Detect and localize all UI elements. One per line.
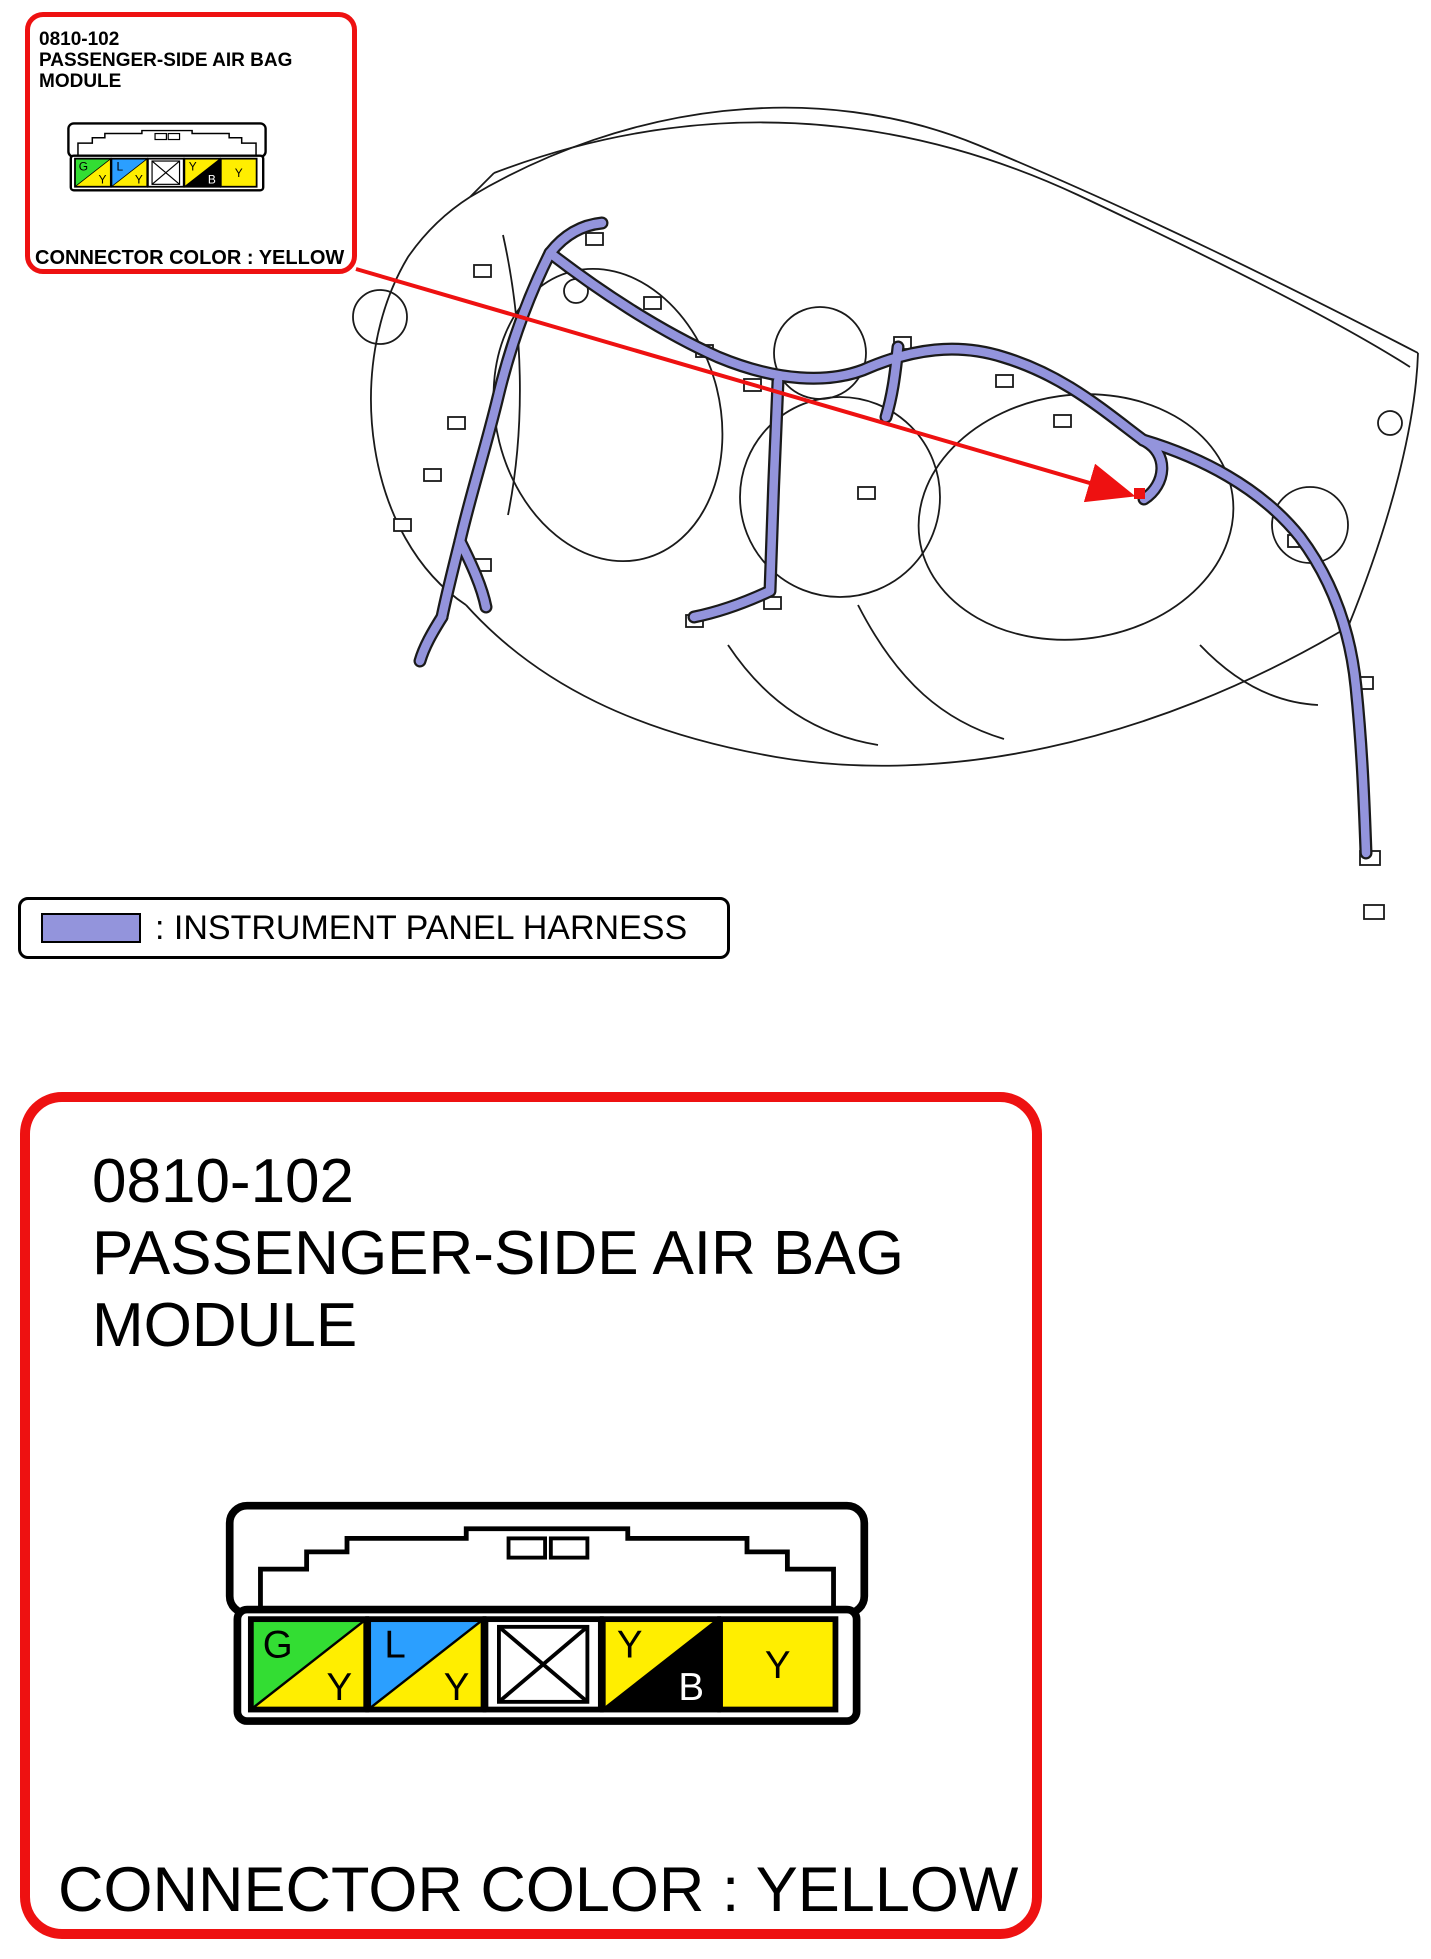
svg-text:Y: Y xyxy=(189,160,197,174)
instrument-panel-harness-outline xyxy=(420,223,1366,853)
module-name-line1-large: PASSENGER-SIDE AIR BAG xyxy=(92,1219,904,1288)
harness-connector-blocks xyxy=(393,232,1385,920)
pin-5-yellow: Y xyxy=(717,1616,839,1713)
pin-1-green-yellow: G Y xyxy=(74,157,112,188)
pin-2-blue-yellow: L Y xyxy=(110,157,149,188)
svg-text:Y: Y xyxy=(98,173,106,187)
pin-3-empty-crossed xyxy=(146,157,185,188)
svg-text:Y: Y xyxy=(326,1666,352,1709)
instrument-panel-harness xyxy=(420,223,1366,853)
harness-color-swatch xyxy=(41,913,141,943)
svg-text:Y: Y xyxy=(765,1644,791,1687)
module-name-line2-large: MODULE xyxy=(92,1291,358,1360)
svg-text:Y: Y xyxy=(617,1624,643,1667)
module-code: 0810-102 xyxy=(39,29,120,50)
pin-2-blue-yellow: L Y xyxy=(365,1616,487,1713)
svg-text:Y: Y xyxy=(444,1666,470,1709)
connector-location-arrow xyxy=(355,267,1145,503)
svg-text:G: G xyxy=(263,1624,293,1667)
svg-text:G: G xyxy=(79,160,88,174)
connector-diagram-small: G Y L Y Y xyxy=(66,121,268,193)
svg-text:Y: Y xyxy=(135,173,143,187)
pin-4-yellow-black: Y B xyxy=(599,1616,722,1713)
pin-4-yellow-black: Y B xyxy=(183,157,222,188)
dashboard-outline xyxy=(352,106,1419,767)
pin-5-yellow: Y xyxy=(219,157,258,188)
legend-label: : INSTRUMENT PANEL HARNESS xyxy=(155,908,688,947)
connector-color-label: CONNECTOR COLOR : YELLOW xyxy=(35,247,345,269)
svg-text:Y: Y xyxy=(235,166,243,180)
pin-3-empty-crossed xyxy=(482,1616,604,1713)
harness-legend: : INSTRUMENT PANEL HARNESS xyxy=(18,897,730,959)
connector-diagram-large: G Y L Y Y xyxy=(222,1498,872,1729)
svg-text:L: L xyxy=(384,1624,405,1667)
svg-text:B: B xyxy=(208,173,216,187)
svg-text:B: B xyxy=(678,1666,704,1709)
module-code-large: 0810-102 xyxy=(92,1147,355,1216)
instrument-panel-illustration xyxy=(352,106,1419,920)
connector-color-label-large: CONNECTOR COLOR : YELLOW xyxy=(58,1855,1019,1925)
svg-text:L: L xyxy=(116,160,123,174)
connector-callout-small: 0810-102 PASSENGER-SIDE AIR BAG MODULE G… xyxy=(25,12,357,274)
connector-callout-large: 0810-102 PASSENGER-SIDE AIR BAG MODULE G… xyxy=(20,1092,1042,1939)
module-name-line1: PASSENGER-SIDE AIR BAG xyxy=(39,50,293,71)
pin-1-green-yellow: G Y xyxy=(247,1616,370,1713)
module-name-line2: MODULE xyxy=(39,71,122,92)
